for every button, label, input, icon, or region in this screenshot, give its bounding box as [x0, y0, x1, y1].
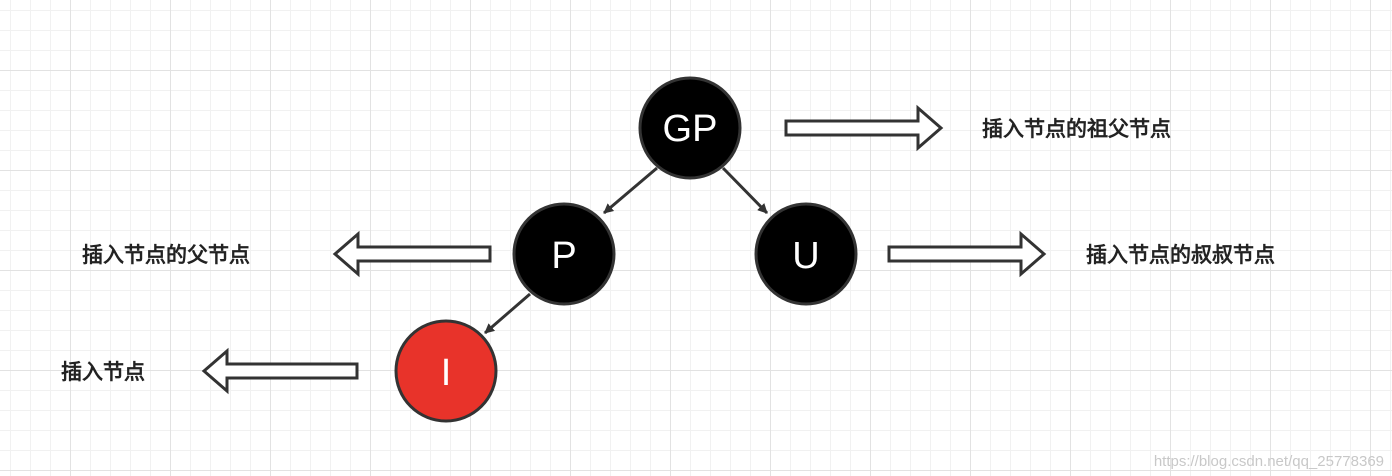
arrow-left-parent [332, 230, 492, 278]
node-uncle-label: U [792, 235, 819, 277]
node-inserted-label: I [441, 352, 452, 394]
caption-grandparent: 插入节点的祖父节点 [982, 117, 1171, 141]
caption-uncle: 插入节点的叔叔节点 [1086, 243, 1275, 267]
watermark: https://blog.csdn.net/qq_25778369 [1153, 453, 1384, 470]
caption-parent: 插入节点的父节点 [82, 243, 250, 267]
edge-gp-to-p [603, 166, 658, 215]
node-grandparent-circle [638, 76, 742, 180]
node-inserted-circle [394, 319, 498, 423]
edge-p-to-i [484, 292, 531, 335]
node-parent-label: P [551, 235, 576, 277]
node-grandparent: GP [638, 76, 742, 180]
node-parent-circle [512, 202, 616, 306]
node-parent: P [512, 202, 616, 306]
arrow-left-inserted [201, 347, 359, 395]
caption-inserted: 插入节点 [61, 360, 145, 384]
arrow-right-grandparent [784, 104, 944, 152]
edge-gp-to-u [721, 166, 769, 215]
node-uncle: U [754, 202, 858, 306]
node-inserted: I [394, 319, 498, 423]
node-uncle-circle [754, 202, 858, 306]
node-grandparent-label: GP [663, 108, 718, 150]
arrow-right-uncle [887, 230, 1047, 278]
